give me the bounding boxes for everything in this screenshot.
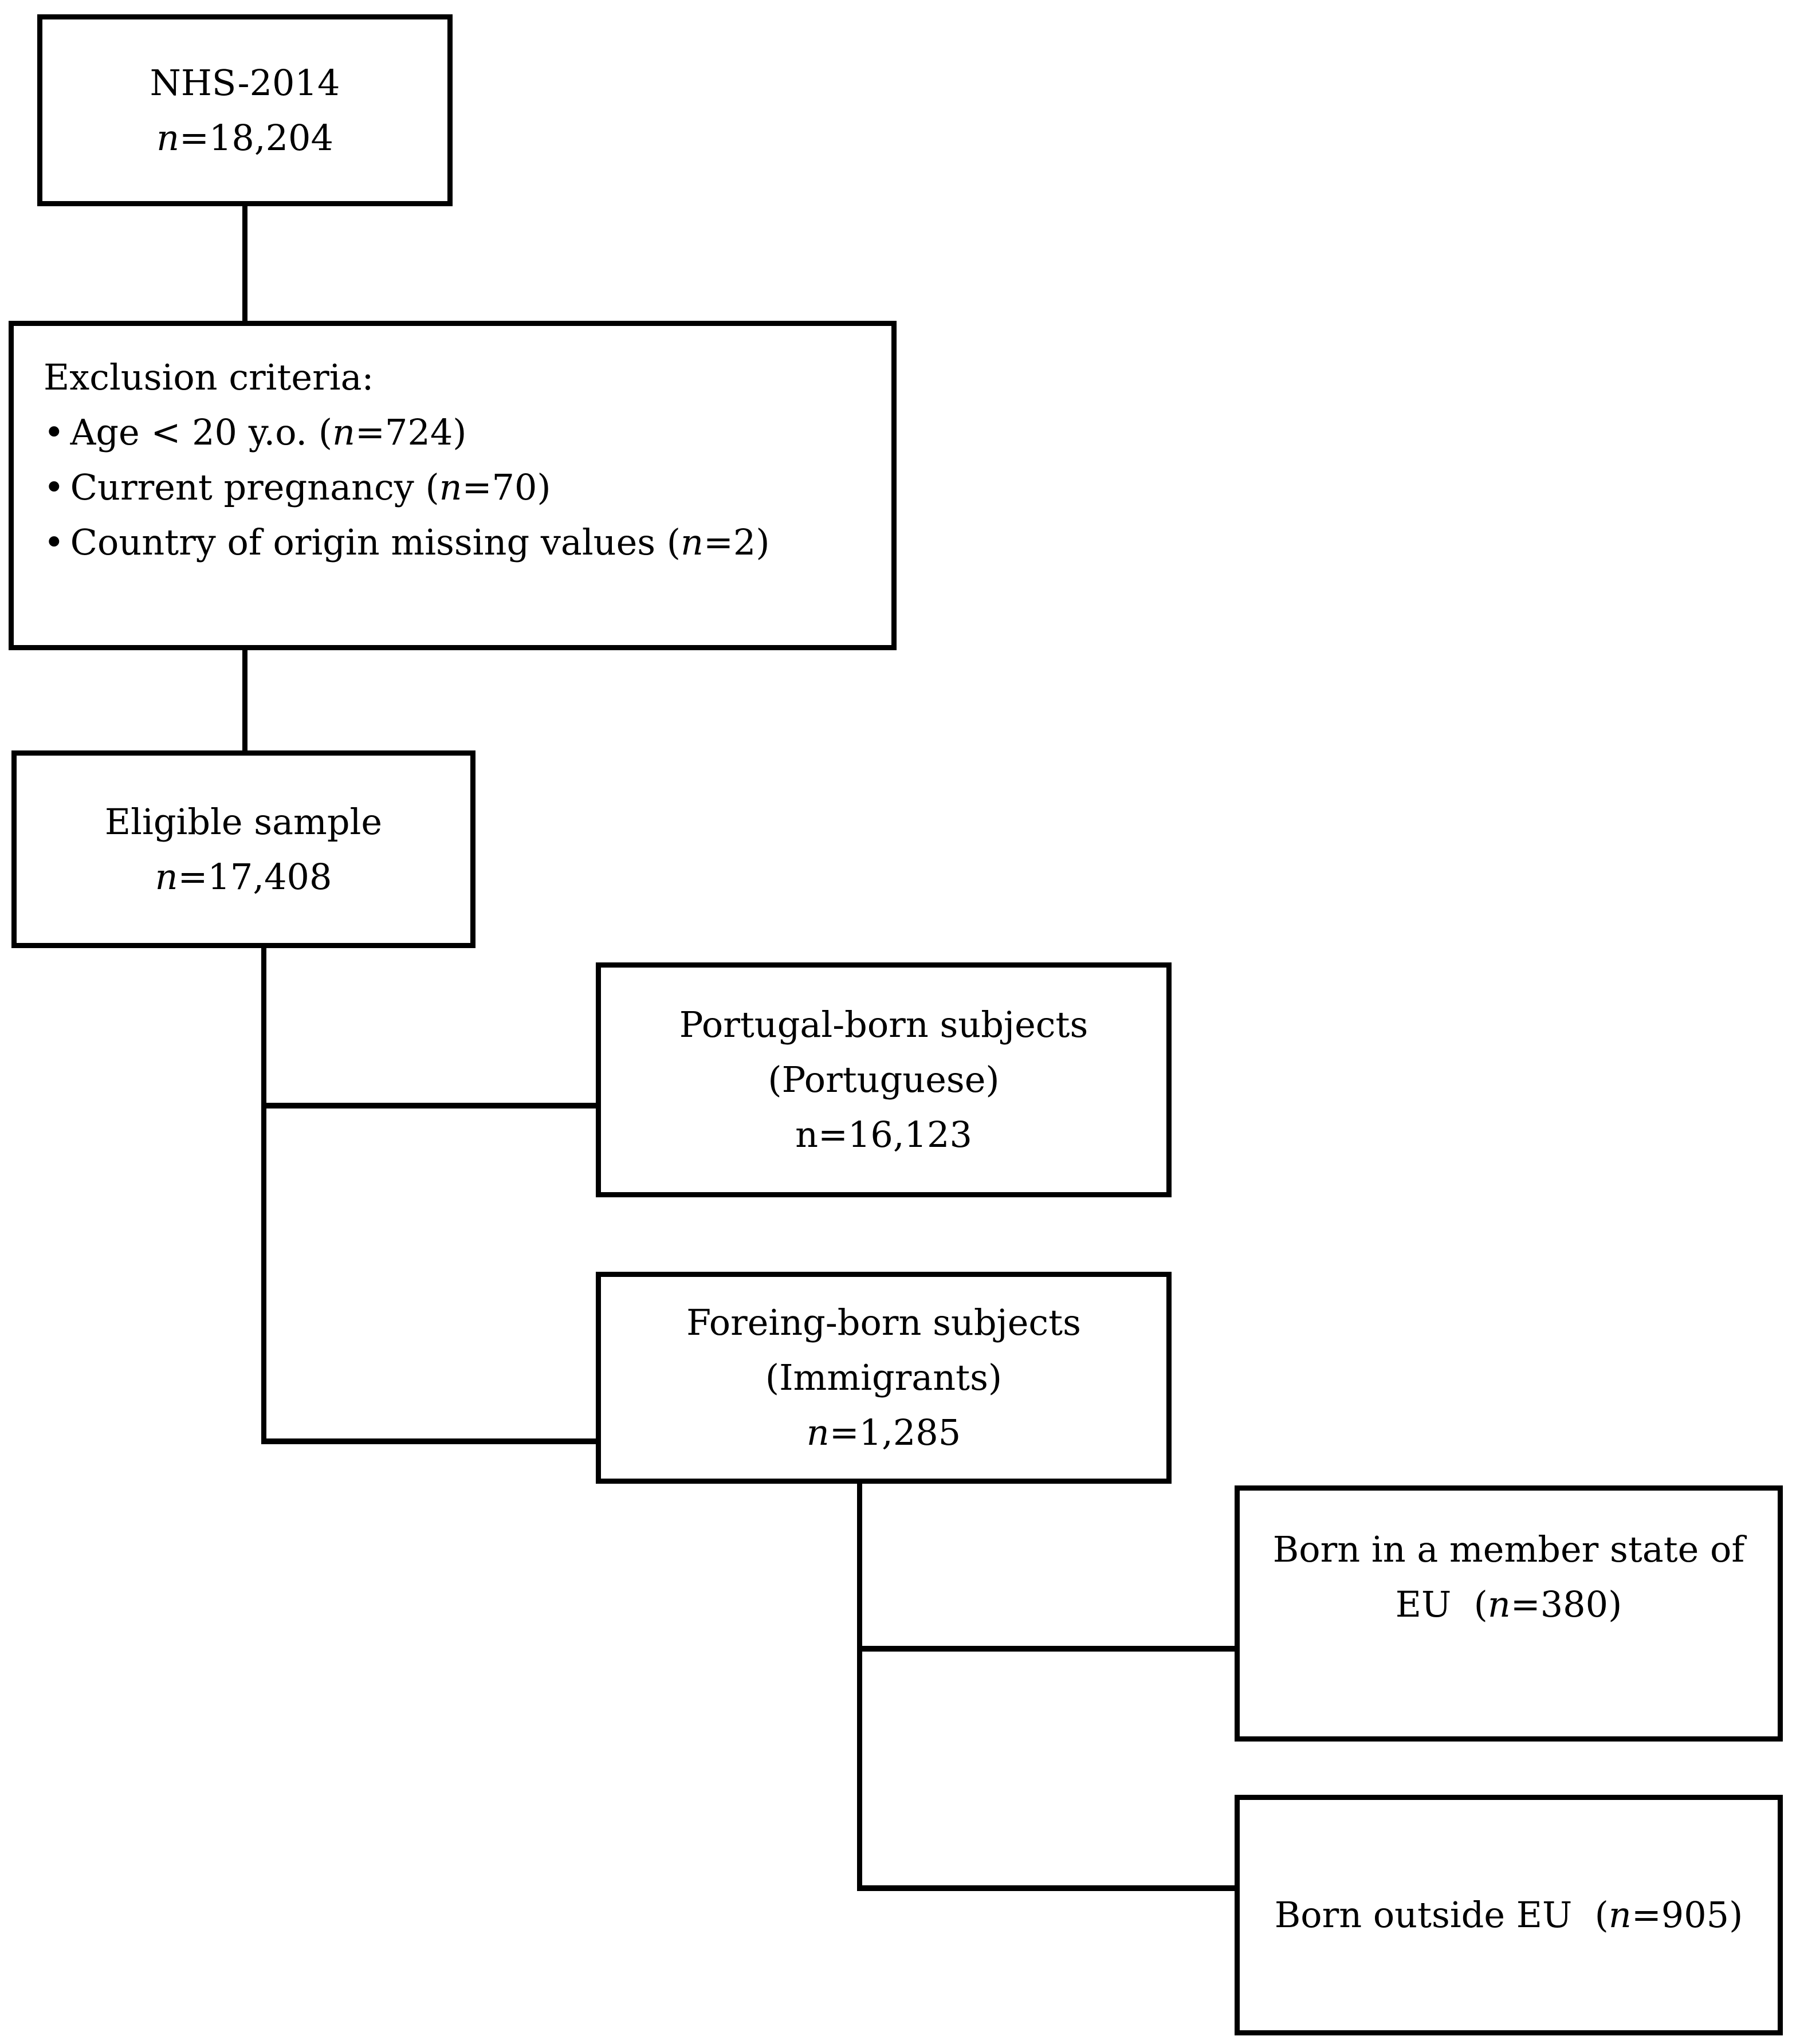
exclusion-bullet-age: •Age < 20 y.o. (n=724) <box>44 411 467 453</box>
node-sample-size: n=18,204 <box>156 116 333 159</box>
node-title: Eligible sample <box>104 800 383 843</box>
node-title: Portugal-born subjects <box>679 1004 1088 1045</box>
node-sample-size: EU (n=380) <box>1395 1583 1622 1625</box>
node-exclusion-criteria: Exclusion criteria: •Age < 20 y.o. (n=72… <box>9 321 897 650</box>
connector-exclusion-to-eligible <box>242 647 247 756</box>
branch-eligible-to-foreign <box>261 1438 599 1444</box>
branch-eligible-to-portugal <box>261 1103 599 1109</box>
trunk-foreign <box>857 1481 862 1891</box>
node-sample-size: n=17,408 <box>155 855 332 898</box>
node-born-eu: Born in a member state of EU (n=380) <box>1235 1485 1783 1742</box>
exclusion-bullet-missing-country: •Country of origin missing values (n=2) <box>44 521 770 563</box>
node-sample-size: n=1,285 <box>806 1412 961 1453</box>
node-title: Born outside EU (n=905) <box>1274 1894 1743 1936</box>
node-title: Foreing-born subjects <box>686 1302 1081 1343</box>
node-born-outside-eu: Born outside EU (n=905) <box>1235 1795 1783 2035</box>
exclusion-heading: Exclusion criteria: <box>44 356 374 398</box>
node-eligible-sample: Eligible sample n=17,408 <box>11 750 475 948</box>
node-sample-size: n=16,123 <box>795 1114 972 1155</box>
node-foreign-born: Foreing-born subjects (Immigrants) n=1,2… <box>596 1272 1172 1484</box>
connector-nhs-to-exclusion <box>242 206 247 326</box>
branch-foreign-to-eu <box>857 1646 1238 1652</box>
node-nhs-2014: NHS-2014 n=18,204 <box>37 14 453 206</box>
node-portugal-born: Portugal-born subjects (Portuguese) n=16… <box>596 962 1172 1197</box>
branch-foreign-to-outside-eu <box>857 1885 1238 1891</box>
exclusion-bullet-pregnancy: •Current pregnancy (n=70) <box>44 466 551 508</box>
trunk-eligible <box>261 945 266 1444</box>
node-title: Born in a member state of <box>1272 1528 1745 1570</box>
node-subtitle: (Portuguese) <box>768 1059 1000 1100</box>
node-subtitle: (Immigrants) <box>765 1357 1003 1398</box>
node-title: NHS-2014 <box>150 61 340 104</box>
